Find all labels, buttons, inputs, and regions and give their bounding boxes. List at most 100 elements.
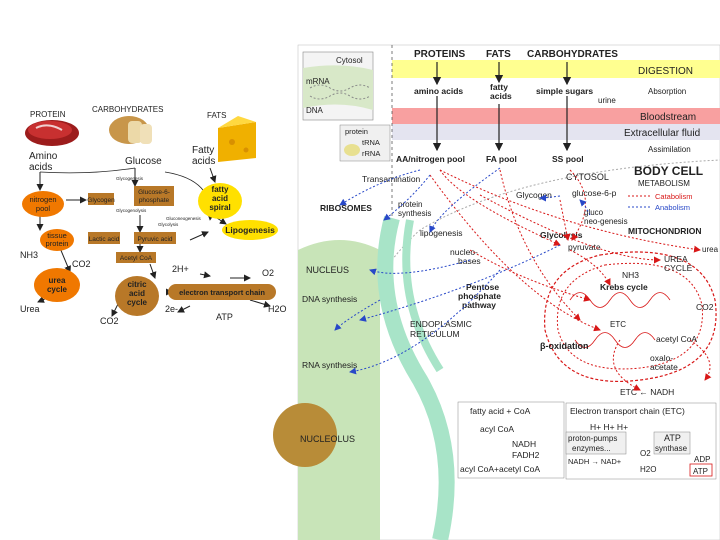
label-gluconeogenesis: Gluconeogenesis: [166, 216, 202, 221]
label-simple-sugars: simple sugars: [536, 86, 593, 96]
label-catabolism: Catabolism: [655, 192, 693, 201]
label-o2: O2: [262, 268, 274, 278]
node-lactic-acid: Lactic acid: [88, 232, 120, 244]
label-carbohydrates: CARBOHYDRATES: [527, 49, 618, 60]
label-atp-right: ATP: [664, 433, 681, 443]
label-bloodstream: Bloodstream: [640, 112, 696, 123]
label-transamination: Transamination: [362, 174, 421, 184]
label-proton-pumps: proton-pumps: [568, 434, 617, 443]
node-glucose-6-phosphate: Glucose-6-phosphate: [134, 186, 174, 206]
endoplasmic-reticulum: [377, 215, 455, 540]
label-fatty-acid-coa: fatty acid + CoA: [470, 406, 531, 416]
label-rrna: rRNA: [362, 149, 380, 158]
label-enzymes: enzymes...: [572, 444, 611, 453]
bloodstream-band: [392, 108, 720, 124]
svg-text:Acetyl CoA: Acetyl CoA: [120, 255, 153, 262]
label-cytosol-top: Cytosol: [336, 56, 363, 65]
label-h-plus: H+ H+ H+: [590, 422, 628, 432]
label-ss-pool: SS pool: [552, 154, 584, 164]
label-trna: tRNA: [362, 138, 380, 147]
svg-text:Glucose-6-phosphate: Glucose-6-phosphate: [138, 189, 170, 204]
label-atp: ATP: [216, 312, 233, 322]
label-etc-nadh: ETC ← NADH: [620, 387, 674, 397]
bread-icon: [109, 116, 152, 144]
label-h2o-right: H2O: [640, 465, 656, 474]
heading-fats: FATS: [207, 111, 226, 120]
label-glycogen: Glycogen: [516, 190, 552, 200]
label-extracellular-fluid: Extracellular fluid: [624, 128, 700, 139]
label-glucose: Glucose: [125, 156, 162, 167]
label-dna-synthesis: DNA synthesis: [302, 294, 357, 304]
node-lipogenesis: Lipogenesis: [222, 220, 278, 240]
svg-text:Lactic acid: Lactic acid: [89, 236, 120, 243]
label-nadh: NADH: [512, 439, 536, 449]
label-metabolism: METABOLISM: [638, 179, 690, 188]
label-glycogenolysis: Glycogenolysis: [116, 208, 147, 213]
label-glycogenesis: Glycogenesis: [116, 176, 144, 181]
label-o2-right: O2: [640, 449, 651, 458]
label-etc-title: Electron transport chain (ETC): [570, 406, 685, 416]
label-acyl-coa-acetyl: acyl CoA+acetyl CoA: [460, 464, 540, 474]
label-krebs-cycle: Krebs cycle: [600, 282, 648, 292]
node-pyruvic-acid: Pyruvic acid: [134, 232, 176, 244]
nucleus: [298, 240, 380, 540]
label-nh3-right: NH3: [622, 270, 639, 280]
label-co2-bottom: CO2: [100, 316, 119, 326]
label-atp-small: ATP: [693, 467, 708, 476]
label-dna: DNA: [306, 106, 324, 115]
label-protein: protein: [345, 127, 368, 136]
heading-protein: PROTEIN: [30, 110, 66, 119]
label-cytosol: CYTOSOL: [566, 172, 609, 182]
label-acyl-coa: acyl CoA: [480, 424, 514, 434]
anabolism-paths: [334, 167, 591, 375]
label-co2-right: CO2: [696, 302, 714, 312]
extracellular-band: [392, 124, 720, 140]
right-diagram: PROTEINS FATS CARBOHYDRATES DIGESTION am…: [273, 44, 720, 540]
label-fadh2: FADH2: [512, 450, 540, 460]
label-aa-pool: AA/nitrogen pool: [396, 154, 465, 164]
label-fa-pool: FA pool: [486, 154, 517, 164]
label-adp: ADP: [694, 455, 710, 464]
label-nucleolus: NUCLEOLUS: [300, 434, 355, 444]
label-glycolysis-right: Glycolysis: [540, 230, 583, 240]
label-urea: Urea: [20, 304, 40, 314]
label-co2-top: CO2: [72, 259, 91, 269]
node-acetyl-coa: Acetyl CoA: [116, 252, 156, 263]
label-synthase: synthase: [655, 444, 688, 453]
svg-text:Glycogen: Glycogen: [87, 197, 115, 204]
node-glycogen: Glycogen: [87, 193, 115, 205]
digestion-arrows: [432, 62, 572, 152]
label-ribosomes: RIBOSOMES: [320, 203, 372, 213]
label-nadh-nad: NADH → NAD+: [568, 457, 622, 466]
label-nh3: NH3: [20, 250, 38, 260]
label-anabolism: Anabolism: [655, 203, 690, 212]
label-urine: urine: [598, 96, 616, 105]
label-beta-oxidation: β-oxidation: [540, 341, 589, 351]
digestion-band: [392, 60, 720, 78]
label-body-cell: BODY CELL: [634, 164, 703, 178]
label-2h: 2H+: [172, 264, 189, 274]
label-urea-right: urea: [702, 245, 719, 254]
mitochondrion: [544, 251, 717, 382]
cheese-icon: [218, 116, 256, 162]
beta-oxidation-inset: [457, 401, 565, 479]
label-assimilation: Assimilation: [648, 145, 691, 154]
label-proteins: PROTEINS: [414, 49, 465, 60]
label-h2o: H2O: [268, 304, 287, 314]
label-fats: FATS: [486, 49, 511, 60]
label-glycolysis: Glycolysis: [158, 222, 179, 227]
label-mitochondrion: MITOCHONDRION: [628, 226, 702, 236]
